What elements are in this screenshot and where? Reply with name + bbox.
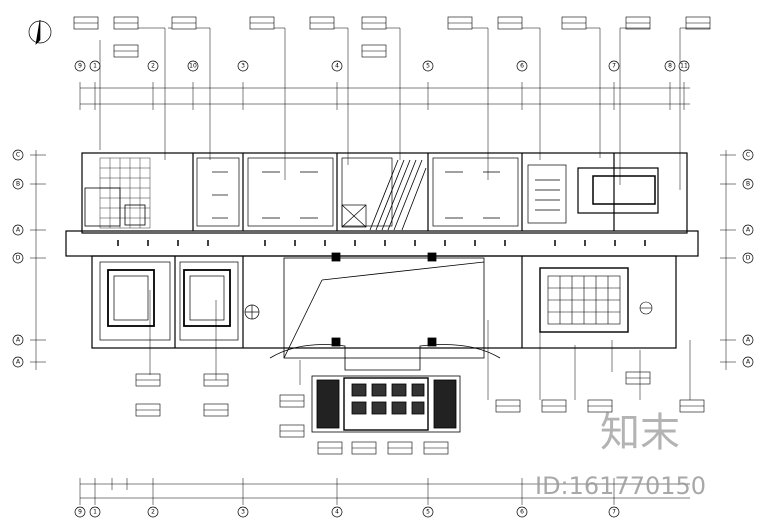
- lower-left-rooms: [99, 261, 260, 341]
- axis-bubble: [608, 60, 620, 72]
- axis-bubble: [74, 506, 86, 518]
- axis-bubble: [742, 224, 754, 236]
- axis-bubble: [516, 506, 528, 518]
- axis-bubble: [12, 356, 24, 368]
- lower-right-room-grid: [539, 267, 653, 333]
- north-arrow-icon: [28, 19, 52, 46]
- axis-bubbles-right: C B A D A A: [742, 149, 754, 368]
- axis-label: 3: [241, 509, 245, 516]
- axis-label: 6: [520, 509, 524, 516]
- axis-bubble: [742, 356, 754, 368]
- watermark-brand: 知末: [600, 410, 680, 456]
- entrance-canopy: [311, 375, 461, 433]
- leader-lines: [99, 27, 710, 400]
- upper-rooms: [196, 157, 659, 228]
- axis-label: 7: [612, 509, 616, 516]
- axis-label: 5: [426, 509, 430, 516]
- axis-label: A: [746, 227, 751, 234]
- axis-label: 11: [680, 63, 688, 70]
- axis-label: D: [16, 255, 21, 262]
- axis-label: 2: [151, 63, 155, 70]
- axis-bubbles-bottom: 9 1 2 3 4 5 6 7: [74, 506, 620, 518]
- bottom-dimensions: [79, 478, 690, 505]
- axis-bubble: [331, 60, 343, 72]
- axis-label: 3: [241, 63, 245, 70]
- axis-label: 6: [520, 63, 524, 70]
- axis-label: 1: [93, 509, 97, 516]
- central-lobby: [269, 252, 501, 371]
- axis-label: B: [16, 181, 20, 188]
- axis-bubble: [678, 60, 690, 72]
- toilet-tile-grid: [84, 157, 151, 229]
- top-dimensions: [79, 82, 690, 110]
- axis-bubble: [742, 149, 754, 161]
- bottom-annotation-tags: [135, 371, 705, 455]
- axis-bubble: [608, 506, 620, 518]
- axis-label: A: [746, 359, 751, 366]
- axis-label: 10: [189, 63, 197, 70]
- axis-bubble: [237, 60, 249, 72]
- axis-label: 9: [78, 63, 82, 70]
- axis-label: A: [16, 359, 21, 366]
- side-dimensions: [30, 150, 736, 370]
- axis-bubble: [89, 60, 101, 72]
- top-annotation-tags: [73, 16, 711, 58]
- axis-bubble: [147, 506, 159, 518]
- axis-bubble: [742, 252, 754, 264]
- axis-bubble: [422, 60, 434, 72]
- axis-bubble: [12, 252, 24, 264]
- axis-bubbles-left: C B A D A A: [12, 149, 24, 368]
- axis-bubble: [742, 178, 754, 190]
- axis-label: D: [746, 255, 751, 262]
- axis-label: C: [746, 152, 750, 159]
- stair-hatch: [369, 159, 427, 231]
- axis-label: 5: [426, 63, 430, 70]
- axis-bubble: [12, 178, 24, 190]
- axis-bubble: [147, 60, 159, 72]
- axis-bubble: [331, 506, 343, 518]
- axis-bubble: [74, 60, 86, 72]
- axis-label: C: [16, 152, 20, 159]
- axis-label: 2: [151, 509, 155, 516]
- axis-label: B: [746, 181, 750, 188]
- axis-bubble: [187, 60, 199, 72]
- axis-bubble: [664, 60, 676, 72]
- corridor-fixtures: [117, 240, 646, 246]
- axis-bubble: [12, 224, 24, 236]
- axis-bubble: [12, 149, 24, 161]
- axis-label: A: [16, 337, 21, 344]
- axis-label: 4: [335, 63, 339, 70]
- axis-bubble: [422, 506, 434, 518]
- axis-label: 4: [335, 509, 339, 516]
- axis-bubble: [89, 506, 101, 518]
- axis-label: 1: [93, 63, 97, 70]
- axis-label: A: [746, 337, 751, 344]
- axis-label: 7: [612, 63, 616, 70]
- building-outline: [65, 152, 699, 349]
- axis-bubble: [12, 334, 24, 346]
- axis-label: 9: [78, 509, 82, 516]
- axis-bubble: [516, 60, 528, 72]
- axis-bubble: [742, 334, 754, 346]
- axis-bubble: [237, 506, 249, 518]
- watermark-id: ID:161770150: [535, 472, 706, 500]
- axis-label: 8: [668, 63, 672, 70]
- axis-bubbles-top: 9 1 2 10 3 4 5 6 7 8 11: [74, 60, 690, 72]
- axis-label: A: [16, 227, 21, 234]
